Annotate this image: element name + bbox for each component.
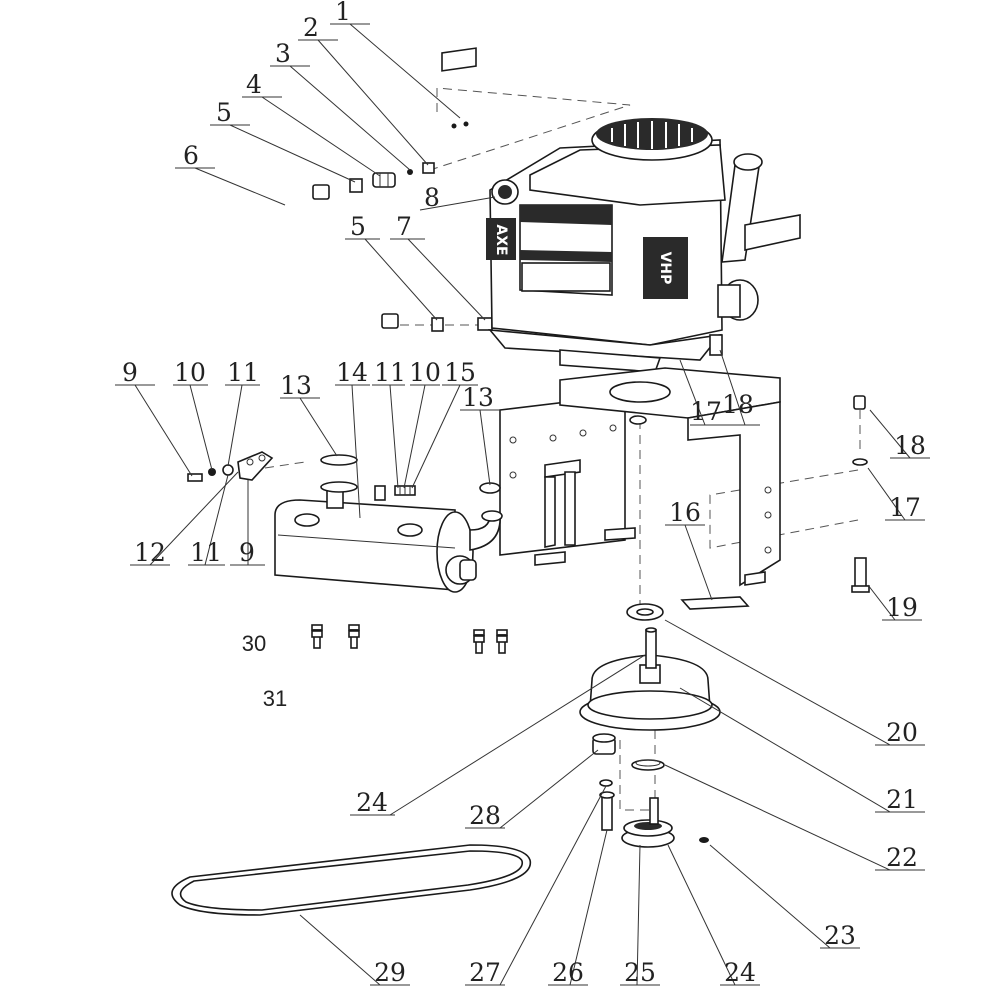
part-bolt-19: [851, 557, 870, 593]
callout-10-right: 10: [409, 358, 441, 387]
callout-18-right: 18: [894, 431, 926, 460]
engine-logo-left: AXE: [493, 224, 509, 255]
callout-29: 29: [374, 958, 406, 987]
callout-8: 8: [424, 183, 440, 212]
part-clutch-21: [579, 627, 721, 731]
callout-21: 21: [886, 785, 918, 814]
callout-10-left: 10: [174, 358, 206, 387]
part-bracket-hardware-9-12: [187, 451, 274, 482]
callout-11-left: 11: [227, 358, 259, 387]
part-washer-20: [626, 603, 664, 621]
callout-19: 19: [886, 593, 918, 622]
callout-9-lower: 9: [239, 538, 255, 567]
part-pin-23: [699, 837, 709, 843]
callout-22: 22: [886, 843, 918, 872]
callout-2: 2: [303, 13, 319, 42]
part-muffler-14: [274, 485, 501, 593]
part-spring-22: [631, 759, 665, 771]
callout-28: 28: [469, 801, 501, 830]
callout-9-upper: 9: [122, 358, 138, 387]
part-stud-15: [394, 485, 416, 496]
callout-18-base: 18: [722, 390, 754, 419]
part-fuel-hose-6: [264, 184, 399, 329]
callout-17-base: 17: [690, 397, 722, 426]
part-bracket-1: [441, 47, 477, 129]
callout-3: 3: [275, 39, 291, 68]
part-bolts-30: [311, 624, 508, 654]
callout-17-right: 17: [889, 493, 921, 522]
part-belt-29: [171, 844, 532, 916]
part-screw-18: [853, 395, 866, 410]
callout-11-right: 11: [374, 358, 406, 387]
callout-31: 31: [263, 686, 287, 711]
callout-20: 20: [886, 718, 918, 747]
part-washer-27: [599, 779, 613, 787]
part-gasket-13-left: [320, 454, 358, 493]
callout-7: 7: [396, 212, 412, 241]
engine-assembly: AXE VHP: [486, 118, 801, 373]
callout-23: 23: [824, 921, 856, 950]
part-bolt-26: [599, 791, 615, 831]
callout-25: 25: [624, 958, 656, 987]
callout-27: 27: [469, 958, 501, 987]
part-gasket-13-right: [479, 482, 503, 522]
callout-12: 12: [134, 538, 166, 567]
part-plate-16: [680, 596, 750, 610]
callout-1: 1: [335, 0, 351, 26]
callout-11-bottom: 11: [190, 538, 222, 567]
callout-15: 15: [444, 358, 476, 387]
callout-5-upper: 5: [216, 98, 232, 127]
callout-leaders: [115, 23, 930, 986]
callout-5-lower: 5: [350, 212, 366, 241]
callout-13-left: 13: [280, 371, 312, 400]
callout-24-left: 24: [356, 788, 388, 817]
callout-14: 14: [336, 358, 368, 387]
callout-6: 6: [183, 141, 199, 170]
callout-labels: 1 2 3 4 5 6 8 5 7 9 10 11 13 14 11 10 15…: [122, 0, 926, 987]
callout-24-right: 24: [724, 958, 756, 987]
callout-26: 26: [552, 958, 584, 987]
deck-frame: [499, 367, 781, 587]
callout-30: 30: [242, 631, 266, 656]
part-nut-28: [592, 733, 616, 755]
callout-13-right: 13: [462, 383, 494, 412]
part-washer-17: [852, 458, 868, 466]
engine-logo-right: VHP: [657, 252, 673, 285]
part-pulley-25: [621, 797, 675, 848]
callout-4: 4: [246, 70, 262, 99]
part-fittings-2-5: [349, 162, 493, 332]
callout-16: 16: [669, 498, 701, 527]
